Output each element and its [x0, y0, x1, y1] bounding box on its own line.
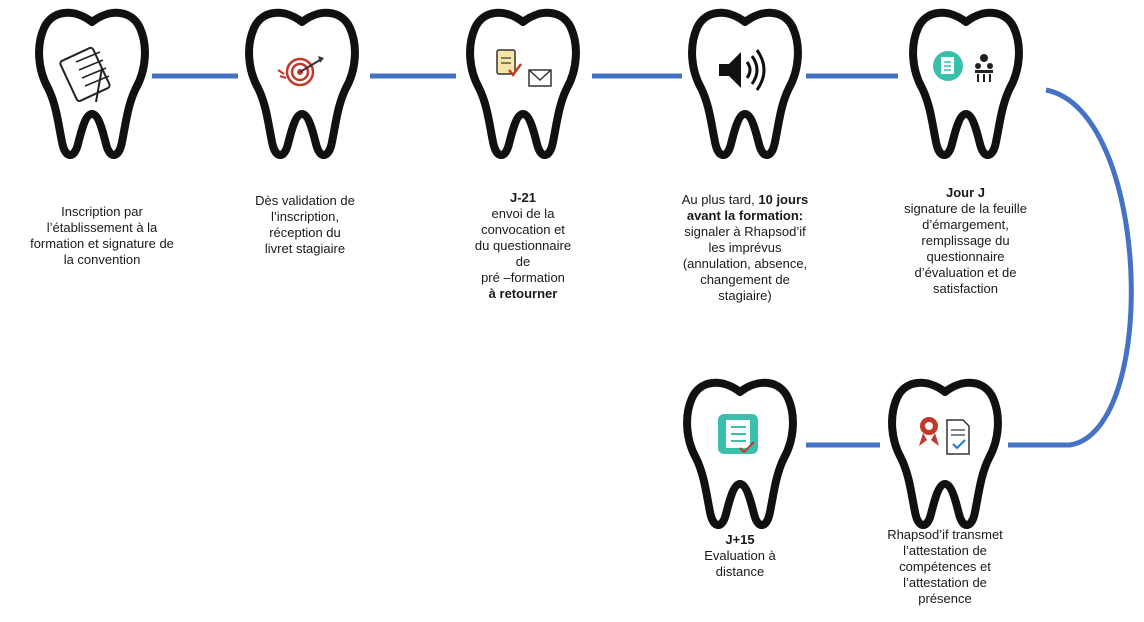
- step-4-line-2: les imprévus: [665, 240, 825, 256]
- step-1-line-2: l’établissement à la: [22, 220, 182, 236]
- tooth-step-3: [470, 13, 576, 155]
- step-2-line-1: Dès validation de: [230, 193, 380, 209]
- step-3-line-1: envoi de la: [448, 206, 598, 222]
- step-3-caption: J-21 envoi de la convocation et du quest…: [448, 190, 598, 302]
- step-7-line-1: Evaluation à: [670, 548, 810, 564]
- step-4-bold: 10 jours: [758, 192, 808, 207]
- step-6-line-1: Rhapsod’if transmet: [862, 527, 1028, 543]
- step-7-heading: J+15: [670, 532, 810, 548]
- step-6-caption: Rhapsod’if transmet l’attestation de com…: [862, 527, 1028, 607]
- step-2-caption: Dès validation de l’inscription, récepti…: [230, 193, 380, 257]
- step-3-line-2: convocation et: [448, 222, 598, 238]
- step-5-line-6: satisfaction: [878, 281, 1053, 297]
- step-5-line-5: d’évaluation et de: [878, 265, 1053, 281]
- step-1-caption: Inscription par l’établissement à la for…: [22, 204, 182, 268]
- step-2-line-3: réception du: [230, 225, 380, 241]
- step-7-caption: J+15 Evaluation à distance: [670, 532, 810, 580]
- step-4-line-1: signaler à Rhapsod’if: [665, 224, 825, 240]
- step-4-line-5: stagiaire): [665, 288, 825, 304]
- tooth-step-1: [39, 13, 145, 155]
- step-2-line-4: livret stagiaire: [230, 241, 380, 257]
- step-4-line-3: (annulation, absence,: [665, 256, 825, 272]
- step-3-line-4: de: [448, 254, 598, 270]
- step-3-line-3: du questionnaire: [448, 238, 598, 254]
- step-4-caption: Au plus tard, 10 jours avant la formatio…: [665, 192, 825, 304]
- tooth-step-2: [249, 13, 355, 155]
- step-4-bold-2: avant la formation:: [665, 208, 825, 224]
- step-4-line-0: Au plus tard, 10 jours: [665, 192, 825, 208]
- step-1-line-3: formation et signature de: [22, 236, 182, 252]
- tooth-step-7: [687, 383, 793, 525]
- step-1-line-4: la convention: [22, 252, 182, 268]
- step-4-line-4: changement de: [665, 272, 825, 288]
- step-3-line-5: pré –formation: [448, 270, 598, 286]
- tooth-step-5: [913, 13, 1019, 155]
- step-5-caption: Jour J signature de la feuille d’émargem…: [878, 185, 1053, 297]
- step-1-line-1: Inscription par: [22, 204, 182, 220]
- step-5-heading: Jour J: [878, 185, 1053, 201]
- step-5-line-3: remplissage du: [878, 233, 1053, 249]
- step-5-line-2: d’émargement,: [878, 217, 1053, 233]
- step-6-line-2: l’attestation de: [862, 543, 1028, 559]
- step-5-line-4: questionnaire: [878, 249, 1053, 265]
- tooth-step-6: [892, 383, 998, 525]
- checklist-icon: [718, 414, 758, 454]
- step-6-line-4: l’attestation de: [862, 575, 1028, 591]
- step-3-heading: J-21: [448, 190, 598, 206]
- step-2-line-2: l’inscription,: [230, 209, 380, 225]
- step-5-line-1: signature de la feuille: [878, 201, 1053, 217]
- tooth-step-4: [692, 13, 798, 155]
- step-6-line-5: présence: [862, 591, 1028, 607]
- step-7-line-2: distance: [670, 564, 810, 580]
- step-3-footer: à retourner: [448, 286, 598, 302]
- step-4-prefix: Au plus tard,: [682, 192, 759, 207]
- step-6-line-3: compétences et: [862, 559, 1028, 575]
